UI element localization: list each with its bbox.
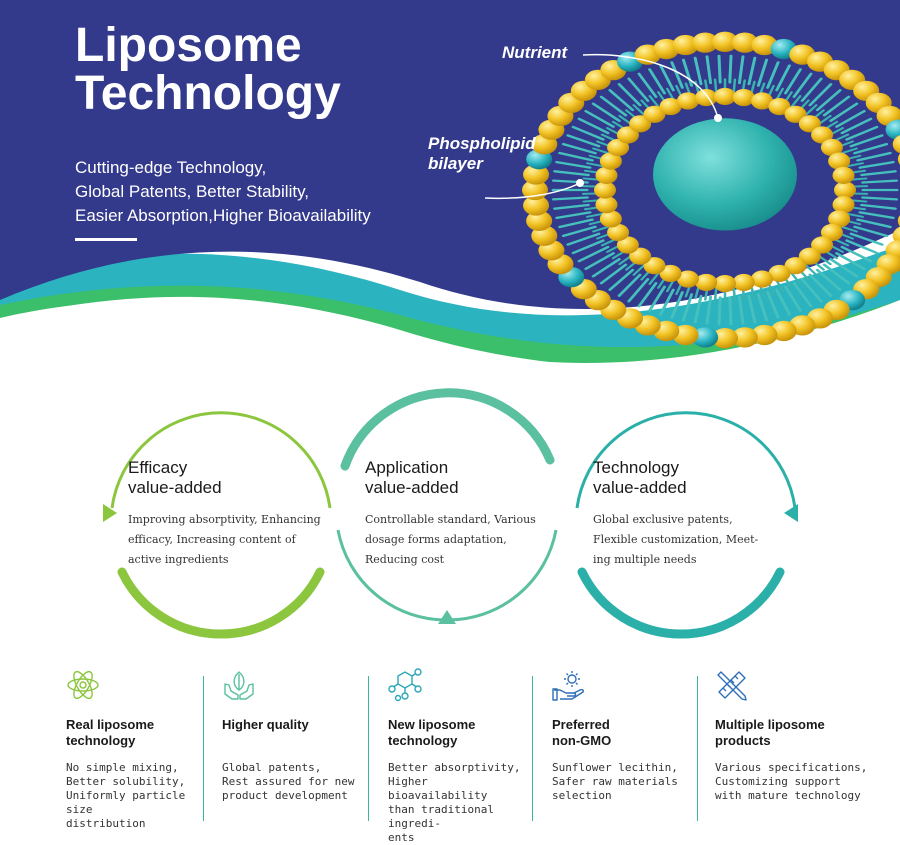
tagline-underline bbox=[75, 238, 137, 241]
title-line-1: Liposome bbox=[75, 19, 302, 72]
feature-title: Higher quality bbox=[222, 717, 362, 733]
gear-hand-icon bbox=[552, 668, 586, 702]
hero-banner: Liposome Technology Cutting-edge Technol… bbox=[0, 0, 900, 400]
page-title: Liposome Technology bbox=[75, 22, 475, 118]
divider bbox=[203, 676, 204, 821]
tagline-line: Easier Absorption,Higher Bioavailability bbox=[75, 204, 371, 228]
hands-leaf-icon bbox=[222, 668, 256, 702]
liposome-illustration bbox=[520, 0, 900, 380]
divider bbox=[368, 676, 369, 821]
tagline-line: Global Patents, Better Stability, bbox=[75, 180, 371, 204]
feature-body: Better absorptivity,Higher bioavailabili… bbox=[388, 761, 528, 845]
molecule-icon bbox=[388, 668, 422, 702]
divider bbox=[532, 676, 533, 821]
feature-higher-quality: Higher quality Global patents,Rest assur… bbox=[222, 668, 362, 818]
tagline-line: Cutting-edge Technology, bbox=[75, 156, 371, 180]
atom-icon bbox=[66, 668, 100, 702]
label-phospholipid-line: bilayer bbox=[428, 154, 483, 173]
title-line-2: Technology bbox=[75, 67, 341, 120]
pencil-ruler-icon bbox=[715, 668, 749, 702]
divider bbox=[697, 676, 698, 821]
label-phospholipid-line: Phospholipid bbox=[428, 134, 536, 153]
feature-body: Various specifications,Customizing suppo… bbox=[715, 761, 895, 803]
label-phospholipid: Phospholipid bilayer bbox=[428, 134, 536, 174]
feature-body: No simple mixing,Better solubility,Unifo… bbox=[66, 761, 196, 831]
tagline: Cutting-edge Technology, Global Patents,… bbox=[75, 156, 371, 228]
circle-body: Global exclusive patents,Flexible custom… bbox=[593, 510, 793, 570]
label-nutrient: Nutrient bbox=[502, 43, 567, 63]
